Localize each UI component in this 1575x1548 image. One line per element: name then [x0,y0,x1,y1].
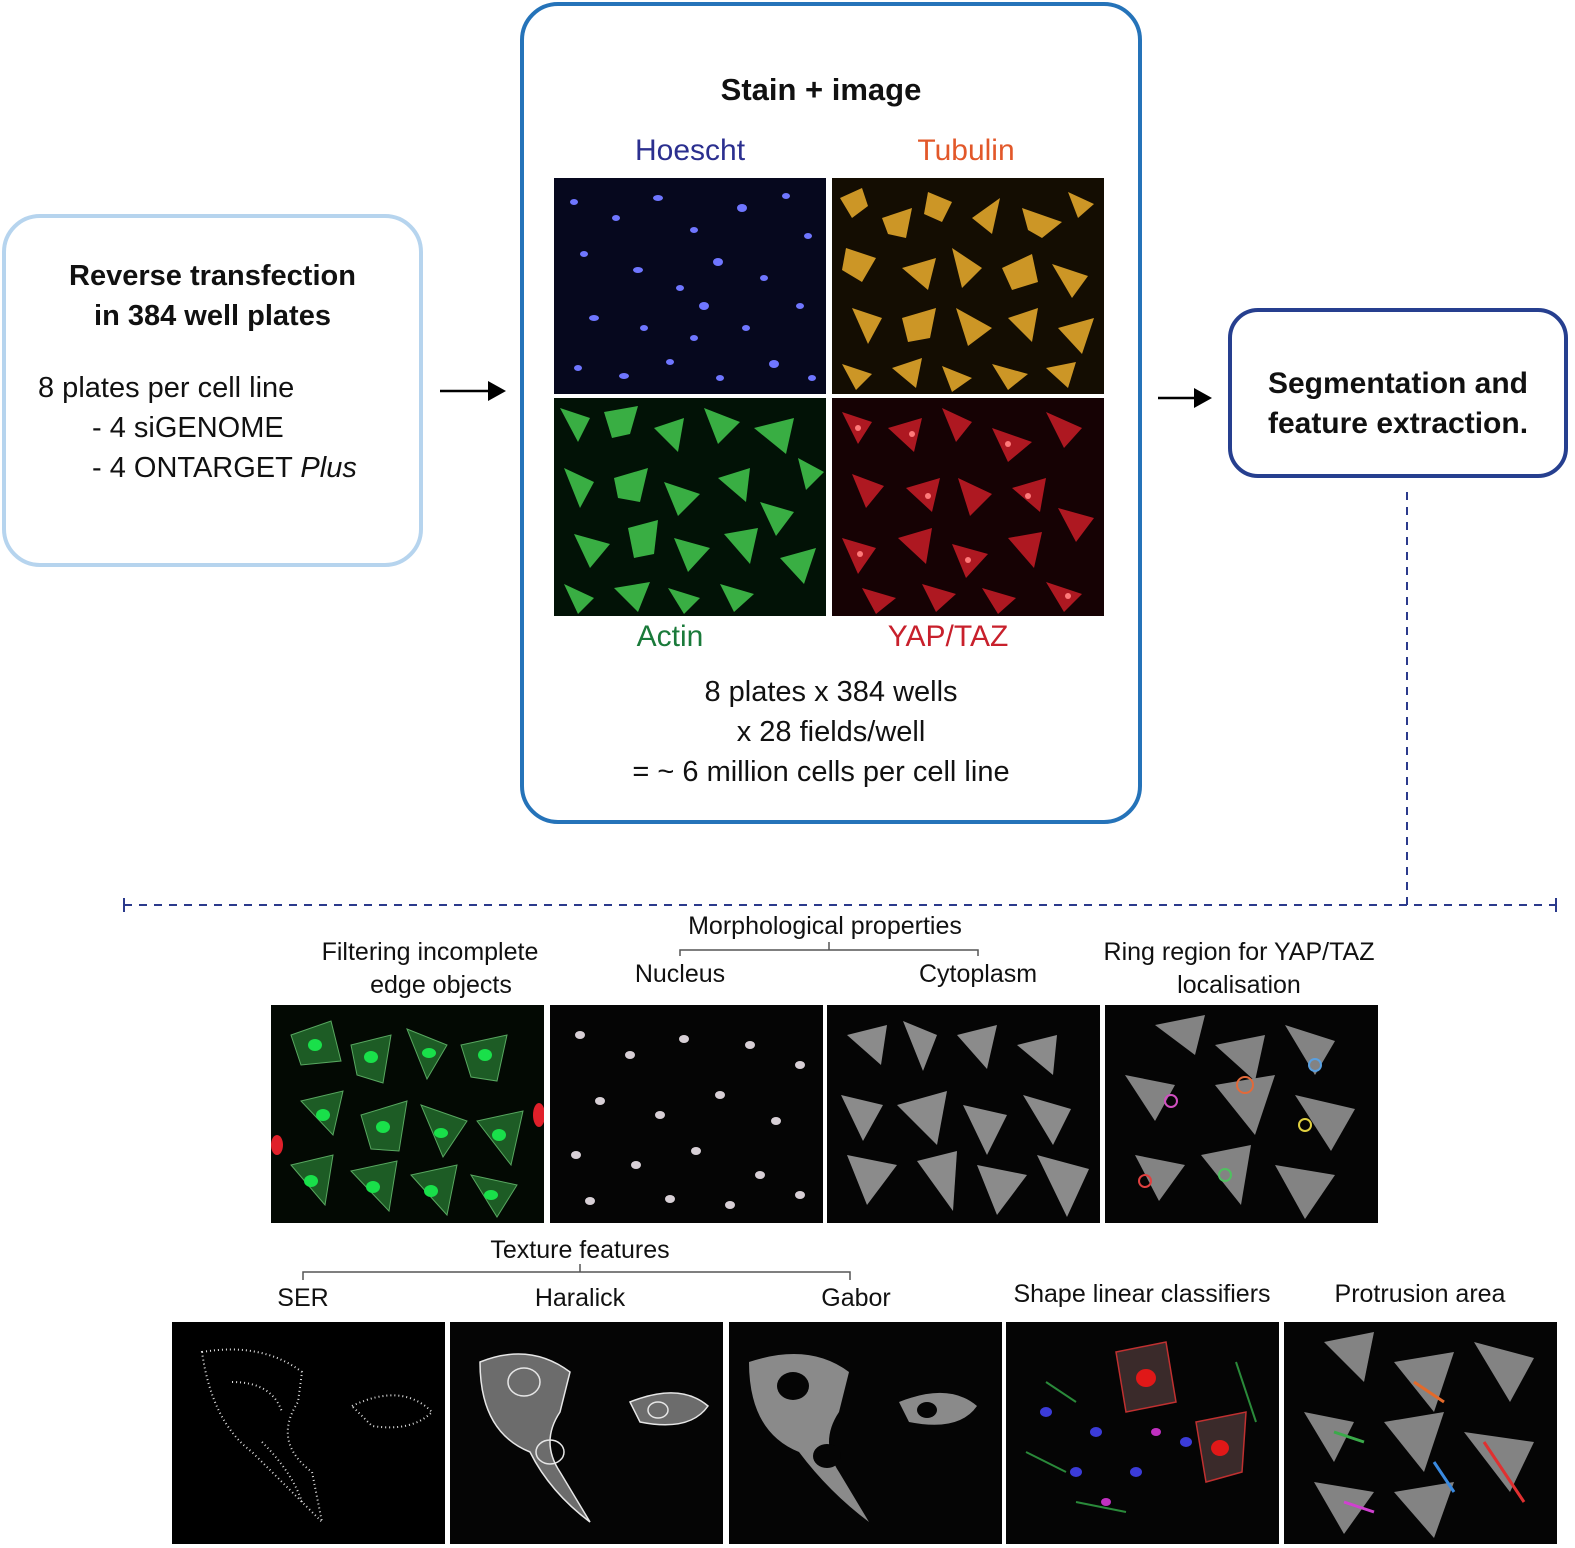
label-ser: SER [277,1284,329,1312]
label-filtering-line1: Filtering incomplete [321,938,539,966]
image-gabor [729,1322,1002,1544]
step-stain-image-box: Stain + image Hoescht Tubulin [520,2,1142,824]
yap-taz-cells-image [842,408,1094,614]
step2-summary-line2: x 28 fields/well [736,716,926,748]
ser-texture-image [200,1348,434,1526]
step2-title: Stain + image [720,72,922,107]
step1-title: Reverse transfection in 384 well plates [6,256,419,336]
filtering-edge-image [271,1020,544,1218]
step1-ontarget-prefix: - 4 ONTARGET [92,452,301,484]
step2-summary-line1: 8 plates x 384 wells [704,676,958,708]
hoescht-nuclei-image [570,193,816,381]
stain-label-yap-taz: YAP/TAZ [887,620,1009,653]
ring-region-image [1125,1015,1355,1219]
image-cytoplasm [827,1005,1100,1223]
step1-ontarget-plus: Plus [300,452,357,484]
protrusion-area-image [1304,1332,1534,1538]
image-filtering-edge [271,1005,544,1223]
image-shape-classifiers [1006,1322,1279,1544]
step3-title-line1: Segmentation and [1267,367,1529,400]
label-haralick: Haralick [534,1284,626,1312]
micrograph-actin [554,398,826,616]
label-protrusion: Protrusion area [1334,1280,1506,1308]
arrow-right-icon [440,381,506,401]
step3-title-line2: feature extraction. [1267,407,1529,440]
label-gabor: Gabor [821,1284,891,1312]
shape-classifiers-image [1025,1341,1257,1513]
label-ring-line1: Ring region for YAP/TAZ [1103,938,1375,966]
step1-sigenome: - 4 siGENOME [92,412,284,444]
nucleus-image [571,1031,805,1209]
step-reverse-transfection-box: Reverse transfection in 384 well plates … [2,214,423,567]
step3-title: Segmentation and feature extraction. [1232,364,1564,444]
actin-cells-image [560,406,824,614]
label-texture: Texture features [490,1236,670,1264]
step1-plates-per-line: 8 plates per cell line [38,372,295,404]
step1-ontarget: - 4 ONTARGET Plus [92,448,357,488]
stain-label-tubulin: Tubulin [917,134,1015,167]
step2-summary-line3: = ~ 6 million cells per cell line [632,756,1010,788]
image-protrusion [1284,1322,1557,1544]
micrograph-hoescht [554,178,826,394]
tubulin-cells-image [840,188,1094,392]
stain-label-hoescht: Hoescht [634,134,746,167]
gabor-texture-image [749,1354,977,1522]
label-cytoplasm: Cytoplasm [918,960,1038,988]
step-segmentation-box: Segmentation and feature extraction. [1228,308,1568,478]
arrow-right-icon [1158,388,1212,408]
micrograph-yap-taz [832,398,1104,616]
step1-title-line2: in 384 well plates [94,300,331,332]
image-ser [172,1322,445,1544]
label-ring-region: Ring region for YAP/TAZ localisation [1078,936,1400,1002]
image-haralick [450,1322,723,1544]
label-nucleus: Nucleus [634,960,726,988]
label-filtering: Filtering incomplete edge objects [300,936,560,1002]
micrograph-tubulin [832,178,1104,394]
haralick-texture-image [479,1353,710,1523]
step1-title-line1: Reverse transfection [69,260,356,292]
image-nucleus [550,1005,823,1223]
stain-label-actin: Actin [636,620,704,653]
label-filtering-line2: edge objects [370,971,512,999]
cytoplasm-image [841,1021,1089,1217]
label-morphological: Morphological properties [688,912,962,940]
image-ring-region [1105,1005,1378,1223]
label-ring-line2: localisation [1177,971,1301,999]
label-shape-classifiers: Shape linear classifiers [1013,1280,1271,1308]
